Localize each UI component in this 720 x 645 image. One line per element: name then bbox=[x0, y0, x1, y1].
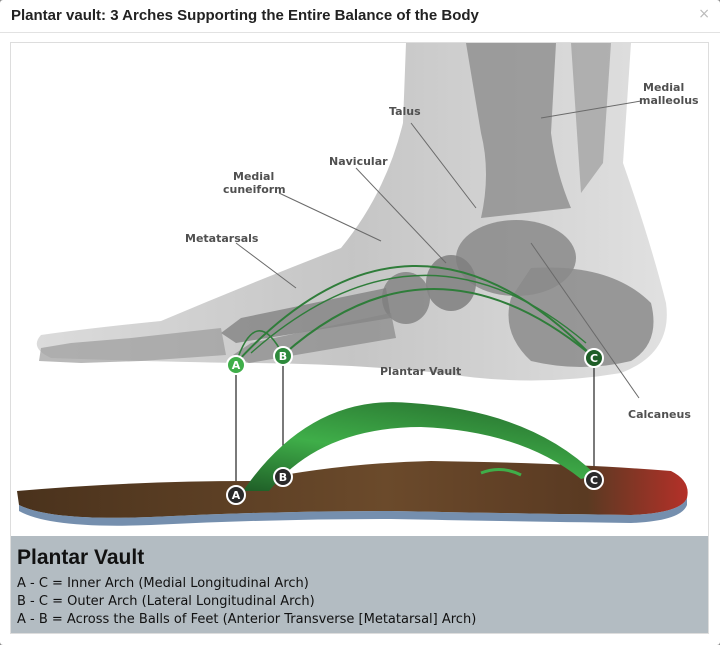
navicular-bone bbox=[426, 255, 476, 311]
calcaneus-bone bbox=[508, 267, 654, 367]
arch-line-mid bbox=[250, 274, 587, 354]
foot-diagram: Medial malleolus Talus Navicular Medial … bbox=[17, 43, 699, 526]
label-medial-malleolus-1: Medial bbox=[643, 81, 684, 94]
phalanges bbox=[39, 328, 226, 363]
inner-arch-line bbox=[235, 265, 592, 364]
svg-text:B: B bbox=[279, 471, 287, 484]
cuneiform-bone bbox=[382, 272, 430, 324]
legend-line-outer-arch: B - C = Outer Arch (Lateral Longitudinal… bbox=[17, 594, 315, 609]
metatarsal-2 bbox=[233, 313, 396, 363]
label-talus: Talus bbox=[389, 105, 421, 118]
insole-edge bbox=[19, 498, 687, 526]
marker-b-bottom: B bbox=[273, 467, 293, 487]
svg-text:A: A bbox=[232, 489, 241, 502]
insole-logo-mark bbox=[480, 468, 522, 477]
marker-a-bottom: A bbox=[226, 485, 246, 505]
svg-text:A: A bbox=[232, 359, 241, 372]
label-calcaneus: Calcaneus bbox=[628, 408, 691, 421]
transverse-arch-line bbox=[235, 330, 284, 364]
marker-b-top: B bbox=[273, 346, 293, 366]
metatarsal-1 bbox=[221, 288, 391, 343]
modal-header: Plantar vault: 3 Arches Supporting the E… bbox=[0, 0, 720, 33]
leader-lines bbox=[235, 100, 642, 399]
legend-title: Plantar Vault bbox=[17, 546, 145, 569]
tibia-bone bbox=[466, 43, 571, 218]
marker-c-top: C bbox=[584, 348, 604, 368]
label-metatarsals: Metatarsals bbox=[185, 232, 259, 245]
legend-line-inner-arch: A - C = Inner Arch (Medial Longitudinal … bbox=[17, 576, 309, 591]
svg-text:C: C bbox=[590, 352, 598, 365]
marker-a-top: A bbox=[226, 355, 246, 375]
label-medial-malleolus-2: malleolus bbox=[639, 94, 699, 107]
fibula-bone bbox=[571, 43, 611, 193]
legend-panel: Plantar Vault A - C = Inner Arch (Medial… bbox=[11, 536, 708, 633]
outer-arch-line bbox=[282, 288, 592, 356]
plantar-vault-figure: Medial malleolus Talus Navicular Medial … bbox=[11, 43, 708, 633]
arch-insert bbox=[243, 402, 596, 491]
label-navicular: Navicular bbox=[329, 155, 388, 168]
modal-title: Plantar vault: 3 Arches Supporting the E… bbox=[11, 7, 479, 24]
legend-line-transverse-arch: A - B = Across the Balls of Feet (Anteri… bbox=[17, 612, 477, 627]
label-plantar-vault: Plantar Vault bbox=[380, 365, 461, 378]
marker-c-bottom: C bbox=[584, 470, 604, 490]
label-medial-cuneiform-2: cuneiform bbox=[223, 183, 286, 196]
svg-text:C: C bbox=[590, 474, 598, 487]
svg-text:B: B bbox=[279, 350, 287, 363]
label-medial-cuneiform-1: Medial bbox=[233, 170, 274, 183]
close-icon[interactable]: × bbox=[698, 6, 710, 22]
